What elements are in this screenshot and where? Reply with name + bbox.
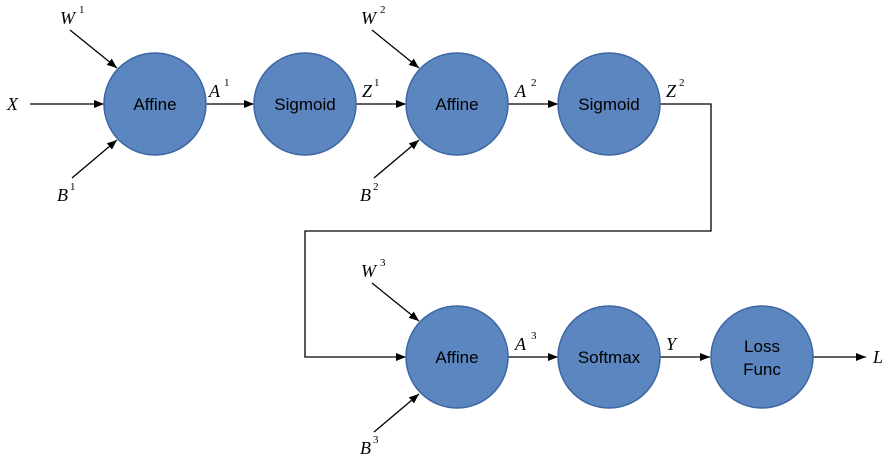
node-affine-1-label: Affine xyxy=(133,95,176,114)
var-a1: A xyxy=(208,81,221,101)
edge-w1-to-affine1 xyxy=(69,29,118,69)
var-b3: B xyxy=(360,438,371,458)
node-affine-3: Affine xyxy=(405,305,509,409)
var-y: Y xyxy=(666,334,678,354)
var-a3: A xyxy=(514,334,527,354)
node-affine-1: Affine xyxy=(103,52,207,156)
var-x: X xyxy=(6,94,19,114)
node-sigmoid-2-label: Sigmoid xyxy=(578,95,639,114)
edge-b1-to-affine1 xyxy=(71,139,118,179)
var-w1: W xyxy=(60,8,77,28)
var-z1: Z xyxy=(362,81,373,101)
var-w2: W xyxy=(361,8,378,28)
node-loss-func: Loss Func xyxy=(710,305,814,409)
node-loss-func-circle xyxy=(710,305,814,409)
edge-w2-to-affine2 xyxy=(371,29,420,69)
node-affine-1-circle xyxy=(103,52,207,156)
edge-b3-to-affine3 xyxy=(373,393,420,433)
var-z2-sup: 2 xyxy=(679,77,685,89)
node-sigmoid-1-circle xyxy=(253,52,357,156)
var-w3: W xyxy=(361,261,378,281)
edge-b2-to-affine2 xyxy=(373,139,420,179)
var-a1-sup: 1 xyxy=(224,77,230,89)
node-affine-3-circle xyxy=(405,305,509,409)
node-loss-func-label-line1: Loss xyxy=(744,337,780,356)
edges xyxy=(30,29,866,433)
node-sigmoid-1: Sigmoid xyxy=(253,52,357,156)
var-z2: Z xyxy=(666,81,677,101)
node-softmax-circle xyxy=(557,305,661,409)
node-loss-func-label-line2: Func xyxy=(743,360,781,379)
var-w1-sup: 1 xyxy=(79,4,85,16)
var-w2-sup: 2 xyxy=(380,4,386,16)
var-b3-sup: 3 xyxy=(373,434,379,446)
var-z1-sup: 1 xyxy=(374,77,380,89)
var-l: L xyxy=(872,347,883,367)
var-a3-sup: 3 xyxy=(531,330,537,342)
node-affine-2-circle xyxy=(405,52,509,156)
node-sigmoid-2: Sigmoid xyxy=(557,52,661,156)
node-affine-3-label: Affine xyxy=(435,348,478,367)
edge-w3-to-affine3 xyxy=(371,282,420,322)
node-affine-2-label: Affine xyxy=(435,95,478,114)
var-a2: A xyxy=(514,81,527,101)
var-b2-sup: 2 xyxy=(373,181,379,193)
var-a2-sup: 2 xyxy=(531,77,537,89)
node-softmax-label: Softmax xyxy=(578,348,641,367)
var-w3-sup: 3 xyxy=(380,257,386,269)
edge-sigmoid2-to-affine3 xyxy=(304,103,712,361)
node-softmax: Softmax xyxy=(557,305,661,409)
var-b1: B xyxy=(57,185,68,205)
node-sigmoid-2-circle xyxy=(557,52,661,156)
var-b2: B xyxy=(360,185,371,205)
var-b1-sup: 1 xyxy=(70,181,76,193)
node-affine-2: Affine xyxy=(405,52,509,156)
node-sigmoid-1-label: Sigmoid xyxy=(274,95,335,114)
